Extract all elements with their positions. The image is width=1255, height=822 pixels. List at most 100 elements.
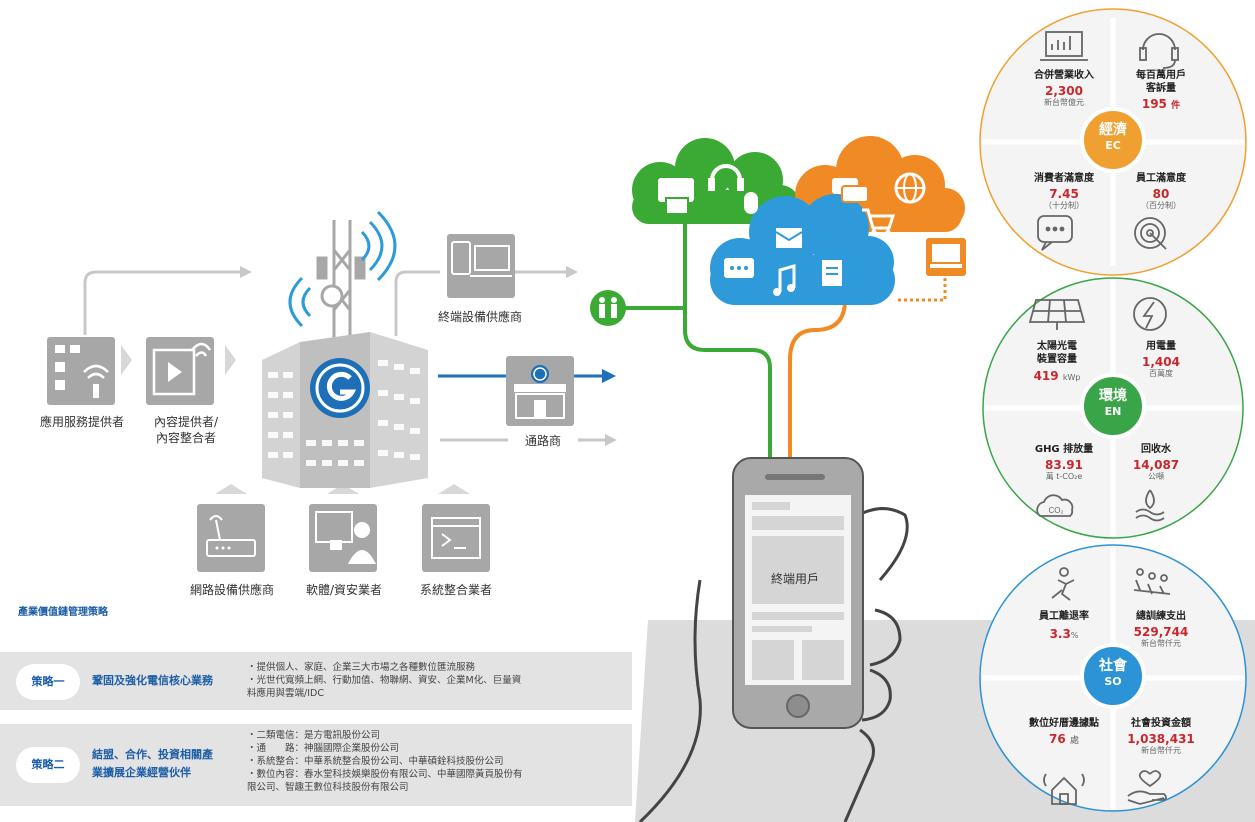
content-provider-icon	[146, 337, 214, 405]
kpi-ec-employee-unit: （百分制）	[1141, 201, 1181, 210]
arrow-head-top-left	[240, 266, 252, 278]
kpi-so-investment-value: 1,038,431	[1127, 732, 1195, 746]
system-integrator-label: 系統整合業者	[419, 583, 492, 597]
software-security-icon	[309, 504, 377, 572]
kpi-en-ghg-value: 83.91	[1045, 458, 1083, 472]
up-arrow-icon	[215, 484, 247, 494]
device-vendor-label: 終端設備供應商	[437, 310, 522, 324]
strategy-2-badge: 策略二	[16, 747, 80, 783]
chat-icon	[832, 178, 869, 203]
strategy-2-name-line2: 業擴展企業經營伙伴	[92, 766, 191, 779]
strategy-section-title: 產業價值鏈管理策略	[18, 607, 108, 618]
kpi-ec-complaints-value: 195 件	[1106, 97, 1216, 113]
kpi-so-turnover-unit: %	[1070, 631, 1079, 640]
kpi-en-water-title: 回收水	[1141, 444, 1171, 455]
kpi-ec-complaints-title-line2: 客訴量	[1146, 83, 1176, 94]
blue-arrow-head	[602, 369, 616, 383]
channel-store-icon	[506, 356, 574, 426]
kpi-ec-revenue-title: 合併營業收入	[1034, 70, 1094, 81]
kpi-so-investment-title: 社會投資金額	[1131, 718, 1191, 729]
chevron-right-icon	[225, 345, 236, 375]
co2-cloud-icon	[1036, 494, 1074, 517]
app-provider-label: 應用服務提供者	[39, 415, 124, 429]
message-icon	[724, 258, 754, 278]
kpi-en-solar-title: 太陽光電 裝置容量	[1002, 340, 1112, 366]
svg-text:CO₂: CO₂	[1048, 506, 1063, 515]
strategy-1-badge: 策略一	[16, 664, 80, 700]
headset-icon	[1139, 33, 1179, 69]
kpi-so-training-value: 529,744	[1133, 625, 1189, 639]
target-icon	[1134, 217, 1167, 250]
revenue-chart-icon	[1040, 31, 1088, 61]
wireless-signal-icon	[288, 210, 397, 328]
kpi-en-solar-value: 419 kWp	[1002, 369, 1112, 385]
mouse-icon	[744, 192, 758, 214]
kpi-en-ghg-unit: 萬 t-CO₂e	[1045, 472, 1083, 481]
strategy-1-desc-line: 料應用與雲端/IDC	[247, 688, 324, 699]
en-kpi-circle	[982, 277, 1244, 539]
app-provider-icon	[47, 337, 115, 405]
strategy-2-desc-line: ・數位內容：春水堂科技娛樂股份有限公司、中華國際黃頁股份有	[247, 769, 523, 780]
chunghwa-logo-icon	[310, 358, 370, 418]
kpi-en-power-title: 用電量	[1146, 341, 1176, 352]
network-vendor-label: 網路設備供應商	[189, 583, 274, 597]
green-connector	[683, 222, 772, 458]
laptop-icon	[926, 238, 966, 276]
arrow-head-top-right	[566, 266, 578, 278]
kpi-ec-complaints-number: 195	[1141, 97, 1167, 111]
strategy-2-description: ・二類電信：是方電訊股份公司 ・通 路：神腦國際企業股份公司 ・系統整合：中華系…	[247, 729, 523, 794]
kpi-ec-employee-title: 員工滿意度	[1136, 173, 1186, 184]
kpi-so-turnover-number: 3.3	[1049, 627, 1071, 641]
network-router-icon	[197, 504, 265, 572]
kpi-en-solar-title-line2: 裝置容量	[1037, 354, 1077, 365]
kpi-ec-revenue-value: 2,300	[1045, 84, 1083, 98]
strategy-2-desc-line: 限公司、智趣王數位科技股份有限公司	[247, 782, 409, 793]
kpi-so-sites-title: 數位好厝邊據點	[1029, 718, 1099, 729]
strategy-1-desc-line: ・光世代寬頻上網、行動加值、物聯網、資安、企業M化、巨量資	[247, 675, 522, 686]
end-user-label: 終端用戶	[770, 572, 819, 586]
channel-label: 通路商	[508, 433, 578, 449]
ec-center-label: 經濟 EC	[1083, 122, 1143, 152]
telecom-tower-icon	[316, 220, 366, 340]
kpi-so-investment-unit: 新台幣仟元	[1141, 746, 1181, 755]
content-provider-label: 內容提供者/ 內容整合者	[126, 414, 246, 446]
kpi-en-ghg-title: GHG 排放量	[1034, 444, 1094, 455]
music-note-icon	[773, 264, 796, 296]
content-provider-label-line1: 內容提供者/	[153, 415, 219, 429]
so-center-zh: 社會	[1099, 658, 1127, 674]
home-signal-icon	[1043, 773, 1085, 805]
en-center-zh: 環境	[1099, 388, 1127, 404]
kpi-so-sites-number: 76	[1049, 732, 1066, 746]
system-terminal-icon	[422, 504, 490, 572]
up-arrow-icon	[327, 484, 359, 494]
ec-kpi-circle	[979, 8, 1247, 276]
kpi-en-solar-unit: kWp	[1062, 373, 1081, 382]
so-center-en: SO	[1104, 675, 1122, 688]
strategy-band-2	[0, 724, 632, 806]
strategy-band-1	[0, 652, 632, 710]
orange-connector	[788, 220, 847, 458]
content-provider-label-line2: 內容整合者	[155, 431, 216, 445]
strategy-2-desc-line: ・通 路：神腦國際企業股份公司	[247, 743, 400, 754]
kpi-en-solar-number: 419	[1033, 369, 1059, 383]
so-center-label: 社會 SO	[1083, 658, 1143, 688]
strategy-1-desc-line: ・提供個人、家庭、企業三大市場之各種數位匯流服務	[247, 662, 476, 673]
strategy-2-desc-line: ・二類電信：是方電訊股份公司	[247, 730, 381, 741]
en-center-label: 環境 EN	[1083, 388, 1143, 418]
kpi-ec-complaints-title: 每百萬用戶 客訴量	[1106, 69, 1216, 95]
kpi-en-water-value: 14,087	[1132, 458, 1180, 472]
kpi-so-training-title: 總訓練支出	[1136, 611, 1186, 622]
kpi-ec-complaints-unit: 件	[1171, 101, 1181, 111]
so-kpi-circle	[979, 544, 1247, 812]
kpi-en-power-unit: 百萬度	[1149, 369, 1173, 378]
up-arrow-icon	[438, 484, 470, 494]
notepad-icon	[822, 260, 842, 286]
kpi-so-training-unit: 新台幣仟元	[1141, 639, 1181, 648]
arrow-head-bottom	[605, 434, 617, 446]
chevron-right-icon	[121, 345, 132, 375]
solar-panel-icon	[1028, 299, 1086, 330]
ec-center-en: EC	[1105, 139, 1121, 152]
mail-icon	[775, 228, 803, 248]
lightning-icon	[1133, 297, 1167, 331]
